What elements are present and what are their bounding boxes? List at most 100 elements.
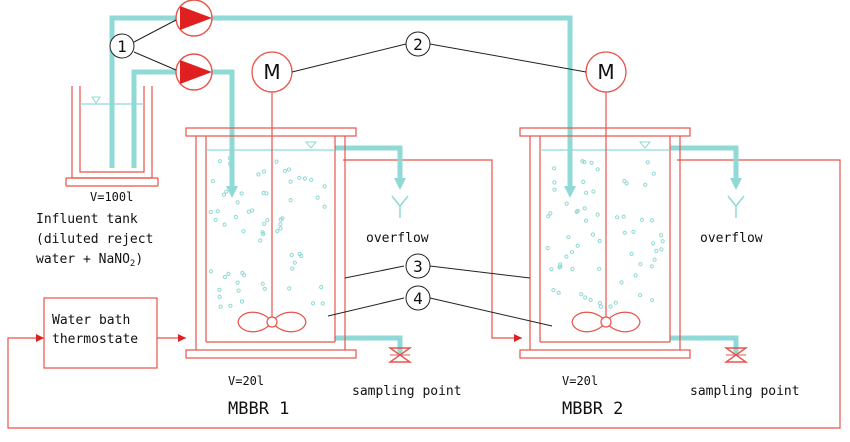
motor-label-2: M: [597, 60, 614, 84]
carrier-particle: [322, 184, 327, 189]
carrier-particle: [631, 229, 636, 234]
pipe-arrows: [226, 178, 742, 198]
carrier-particle: [619, 280, 624, 285]
callout-1: 1: [117, 37, 127, 56]
carrier-particle: [546, 214, 551, 219]
overflow-funnel-icon: [391, 195, 745, 218]
reactor-vessels: [185, 127, 691, 359]
carrier-particle: [633, 273, 638, 278]
impeller-icon: [237, 311, 641, 333]
carrier-particle: [239, 191, 244, 196]
carrier-particle: [288, 179, 293, 184]
carrier-particle: [595, 212, 600, 217]
carrier-particle: [275, 229, 280, 234]
carrier-particle: [597, 238, 602, 244]
tank-label-line3-sub: 2: [130, 259, 135, 269]
carrier-particle: [228, 303, 233, 308]
overflow-label-1: overflow: [366, 231, 429, 246]
carrier-particle: [278, 226, 283, 231]
carrier-particle: [320, 301, 325, 306]
overflow-label-2: overflow: [700, 231, 763, 246]
carrier-particle: [660, 239, 665, 244]
reactor2-name-label: MBBR 2: [562, 399, 623, 419]
pump-icon: [175, 0, 213, 91]
carrier-particle: [227, 156, 232, 161]
water-level-icon: [91, 96, 101, 104]
carrier-particle: [583, 295, 588, 300]
carrier-particle: [302, 176, 307, 181]
carrier-particle: [556, 290, 561, 295]
carrier-particle: [262, 221, 267, 226]
carrier-particle: [652, 257, 657, 262]
carrier-particle: [239, 299, 245, 304]
carrier-particle: [595, 167, 600, 172]
carrier-particle: [282, 168, 287, 174]
carrier-particle: [319, 285, 324, 290]
tank-volume-label: V=100l: [90, 190, 133, 204]
carrier-particle: [235, 280, 240, 285]
carrier-particle: [265, 218, 270, 223]
carrier-particle: [638, 293, 643, 298]
sampling-point-label-1: sampling point: [352, 384, 462, 399]
carrier-particle: [597, 301, 603, 306]
carrier-particle: [645, 160, 650, 165]
callout-circles: [109, 31, 431, 311]
carrier-particle: [289, 252, 294, 258]
carrier-particle: [260, 230, 265, 235]
carrier-particle: [210, 179, 215, 184]
reactor1-volume-label: V=20l: [228, 374, 264, 388]
carrier-particle: [292, 260, 297, 265]
callout-leaders: [133, 19, 587, 327]
carrier-particle: [582, 160, 587, 165]
carrier-particle: [213, 217, 218, 222]
carrier-particle: [583, 218, 589, 223]
carrier-particle: [236, 288, 241, 293]
water-bath-label-line1: Water bath: [52, 313, 130, 328]
carrier-particle: [228, 161, 233, 166]
carrier-particle: [222, 222, 227, 227]
carrier-particle: [297, 251, 302, 257]
callout-2: 2: [413, 35, 423, 54]
carrier-particle: [297, 175, 302, 180]
carrier-particle: [622, 230, 627, 235]
carrier-particle: [588, 297, 593, 302]
carrier-particle: [262, 286, 267, 291]
carrier-particle: [290, 266, 295, 271]
carrier-particle: [608, 304, 613, 309]
carrier-particle: [208, 269, 214, 274]
valve-icon: [387, 347, 749, 363]
carrier-particle: [575, 208, 580, 213]
carrier-particle: [286, 167, 291, 172]
carrier-particle: [558, 264, 563, 269]
carrier-particle: [639, 217, 645, 222]
carrier-particle: [659, 233, 664, 238]
tank-label-line3-main: water + NaNO: [36, 252, 130, 267]
carrier-particle: [280, 216, 285, 221]
tank-label-line3: water + NaNO2): [36, 252, 143, 269]
carrier-particle: [215, 209, 220, 214]
carrier-particle: [638, 262, 643, 267]
callout-4: 4: [413, 289, 423, 308]
carrier-particle: [570, 266, 575, 272]
carrier-particle: [552, 187, 557, 192]
influent-tank: [65, 86, 159, 187]
carrier-particle: [659, 247, 664, 252]
tank-label-line2: (diluted reject: [36, 232, 153, 247]
carrier-particle: [597, 266, 602, 271]
carrier-particle: [622, 179, 627, 184]
carrier-particle: [256, 172, 261, 177]
carrier-particle: [582, 206, 587, 211]
reactor1-name-label: MBBR 1: [228, 399, 289, 419]
carrier-particle: [221, 192, 226, 197]
motor-label-1: M: [263, 60, 280, 84]
carrier-particle: [551, 288, 556, 293]
carrier-particle: [564, 201, 569, 206]
carrier-particle: [651, 241, 656, 246]
reactor-water-level-icon: [304, 141, 652, 149]
carrier-particle: [584, 190, 589, 195]
carrier-particle: [624, 181, 629, 186]
carrier-particle: [650, 298, 655, 303]
carrier-particle: [278, 222, 283, 227]
